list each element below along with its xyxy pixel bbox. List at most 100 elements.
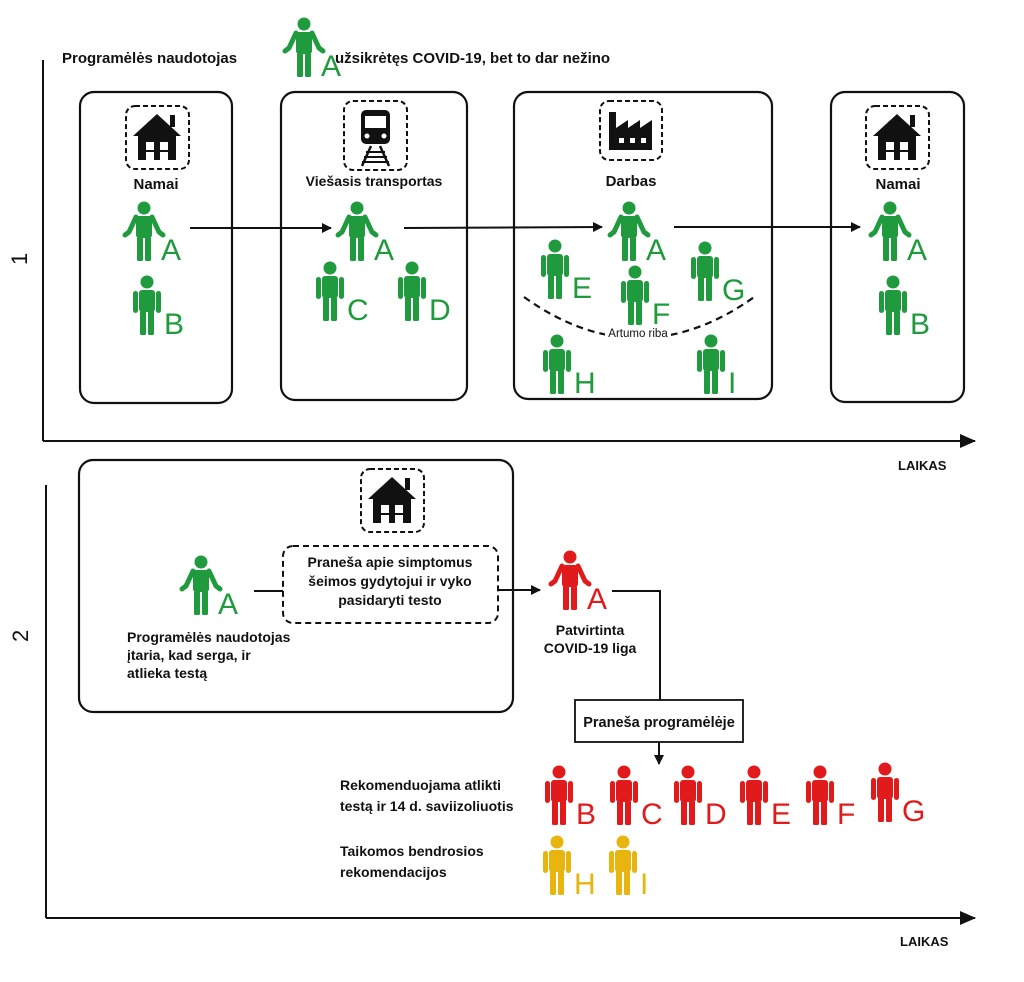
person-letter: A	[218, 588, 238, 621]
person-leg-left	[622, 237, 628, 261]
person-a-suspect: A	[179, 555, 238, 621]
person-e-work: E	[541, 239, 592, 305]
house-icon	[125, 105, 190, 170]
person-letter: C	[641, 798, 663, 831]
person-arm-left	[610, 781, 615, 803]
person-figure: B	[545, 765, 596, 831]
suspect-line-3: atlieka testą	[127, 665, 208, 681]
person-c-contact: C	[610, 765, 663, 831]
person-torso	[877, 777, 893, 799]
person-torso	[703, 349, 719, 371]
person-figure: A	[607, 201, 666, 267]
person-arm-left	[691, 257, 696, 279]
person-torso	[697, 256, 713, 278]
person-a-home: A	[122, 201, 181, 267]
person-leg-right	[821, 801, 827, 825]
person-torso	[885, 290, 901, 312]
person-c-transport: C	[316, 261, 369, 327]
person-leg-right	[689, 801, 695, 825]
person-figure: A	[122, 201, 181, 267]
person-figure: F	[621, 265, 670, 331]
person-arm-left	[621, 281, 626, 303]
person-g-contact: G	[871, 762, 925, 828]
person-head	[550, 835, 564, 849]
person-head	[747, 765, 761, 779]
person-i-general: I	[609, 835, 648, 901]
person-leg-left	[323, 297, 329, 321]
person-letter: H	[574, 868, 596, 901]
person-arm-right	[421, 277, 426, 299]
person-head	[137, 201, 151, 215]
row1-axis-label: LAIKAS	[898, 458, 947, 473]
person-leg-right	[560, 801, 566, 825]
legend-prefix: Programėlės naudotojas	[62, 50, 237, 67]
person-torso	[349, 216, 365, 238]
person-arm-left	[543, 851, 548, 873]
connector-to-app-report	[612, 590, 661, 700]
person-letter: D	[429, 294, 451, 327]
person-arm-left	[879, 291, 884, 313]
app-report-label: Praneša programėlėje	[583, 715, 735, 731]
person-b-contact: B	[545, 765, 596, 831]
person-arm-left	[868, 214, 885, 238]
person-leg-left	[552, 801, 558, 825]
general-label: Taikomos bendrosios rekomendacijos	[340, 841, 484, 883]
person-arm-left	[545, 781, 550, 803]
general-line-2: rekomendacijos	[340, 864, 447, 880]
person-arm-right	[575, 563, 592, 587]
person-arm-right	[644, 281, 649, 303]
person-arm-right	[633, 781, 638, 803]
person-arm-left	[607, 214, 624, 238]
person-torso	[615, 850, 631, 872]
stage-title-transport: Viešasis transportas	[306, 173, 443, 189]
person-head	[622, 201, 636, 215]
person-arm-right	[362, 214, 379, 238]
person-arm-left	[541, 255, 546, 277]
person-letter: G	[902, 795, 925, 828]
arrow-transport-to-work	[403, 222, 603, 233]
factory-icon	[599, 100, 663, 161]
person-letter: C	[347, 294, 369, 327]
person-leg-right	[556, 275, 562, 299]
person-a-confirmed: A	[548, 550, 607, 616]
person-leg-left	[405, 297, 411, 321]
person-head	[297, 17, 311, 31]
person-arm-right	[895, 214, 912, 238]
person-leg-right	[624, 871, 630, 895]
general-line-1: Taikomos bendrosios	[340, 843, 484, 859]
stage-box-home-2	[829, 90, 966, 404]
person-leg-left	[617, 801, 623, 825]
report-line-1: Praneša apie simptomus	[307, 554, 473, 570]
person-leg-left	[137, 237, 143, 261]
person-head	[813, 765, 827, 779]
person-letter: B	[910, 308, 930, 341]
person-head	[323, 261, 337, 275]
person-letter: E	[771, 798, 791, 831]
person-leg-left	[350, 237, 356, 261]
person-arm-right	[566, 851, 571, 873]
person-head	[405, 261, 419, 275]
confirmed-line-1: Patvirtinta	[555, 622, 625, 638]
person-leg-left	[194, 591, 200, 615]
recommend-line-1: Rekomenduojama atlikti	[340, 777, 502, 793]
person-torso	[562, 565, 578, 587]
person-figure: B	[133, 275, 184, 341]
person-leg-right	[305, 53, 311, 77]
person-e-contact: E	[740, 765, 791, 831]
person-figure: B	[879, 275, 930, 341]
person-leg-right	[413, 297, 419, 321]
person-torso	[746, 780, 762, 802]
person-leg-left	[883, 237, 889, 261]
person-arm-left	[133, 291, 138, 313]
person-head	[350, 201, 364, 215]
person-torso	[812, 780, 828, 802]
person-figure: A	[548, 550, 607, 616]
person-leg-right	[571, 586, 577, 610]
person-torso	[404, 276, 420, 298]
person-leg-left	[548, 275, 554, 299]
person-head	[886, 275, 900, 289]
person-figure: D	[674, 765, 727, 831]
person-d-transport: D	[398, 261, 451, 327]
person-arm-left	[398, 277, 403, 299]
person-arm-right	[714, 257, 719, 279]
